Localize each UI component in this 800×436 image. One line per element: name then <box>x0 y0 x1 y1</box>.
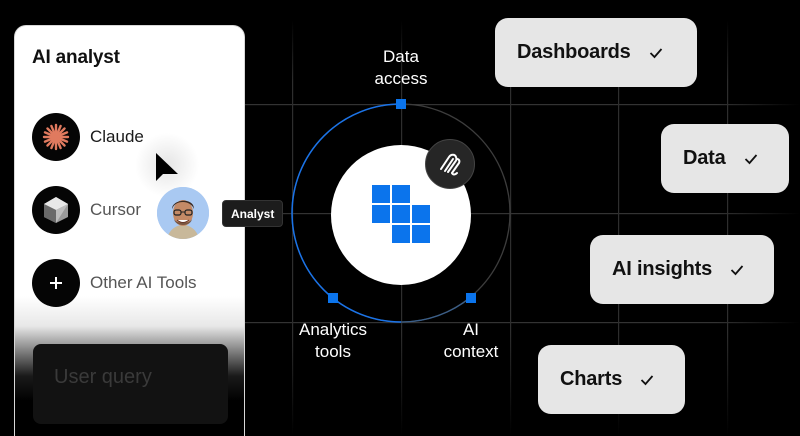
logo-square <box>412 205 430 223</box>
logo-square <box>372 185 390 203</box>
node-dot-data-access[interactable] <box>396 99 406 109</box>
checkmark-icon <box>730 264 744 275</box>
grid-line <box>245 322 800 324</box>
orbit-ring-active-arc <box>291 103 402 323</box>
label-line: tools <box>315 342 351 361</box>
avatar <box>157 187 209 239</box>
label-line: context <box>443 342 499 361</box>
grid-line <box>245 104 800 106</box>
output-chip-data[interactable]: Data <box>661 124 789 193</box>
mcp-coil-icon <box>440 153 461 176</box>
grid-line <box>510 20 512 436</box>
orbit-ring-fade-arc <box>400 296 472 323</box>
grid-horizontal-lines <box>245 104 800 324</box>
logo-square <box>412 225 430 243</box>
output-chip-ai-insights[interactable]: AI insights <box>590 235 774 304</box>
analyst-tag: Analyst <box>222 200 284 227</box>
label-line: Data <box>383 47 419 66</box>
tool-item-other-ai-tools[interactable]: Other AI Tools <box>32 259 196 307</box>
tool-label: Cursor <box>90 200 142 219</box>
checkmark-icon <box>744 153 757 164</box>
logo-square <box>372 205 390 223</box>
logo-square <box>392 185 410 203</box>
cursor-cube-icon <box>32 186 80 234</box>
product-logo-icon <box>372 185 432 245</box>
label-line: AI <box>462 320 480 339</box>
tool-item-cursor[interactable]: Cursor <box>32 186 141 234</box>
person-photo-icon <box>157 187 209 239</box>
tool-label: Claude <box>90 127 144 146</box>
grid-line <box>245 213 800 215</box>
node-label-analytics-tools: Analytics tools <box>288 319 378 363</box>
ai-analyst-card: AI analyst Claude <box>14 25 245 436</box>
chip-label: Dashboards <box>517 41 631 63</box>
chip-label: Data <box>683 147 726 169</box>
node-dot-analytics-tools[interactable] <box>328 293 338 303</box>
grid-line <box>727 20 729 436</box>
chip-label: Charts <box>560 368 623 390</box>
tool-item-claude[interactable]: Claude <box>32 113 144 161</box>
plus-icon <box>32 259 80 307</box>
claude-sunburst-icon <box>32 113 80 161</box>
label-line: Analytics <box>298 320 368 339</box>
output-chip-dashboards[interactable]: Dashboards <box>495 18 697 87</box>
node-label-ai-context: AI context <box>430 319 512 363</box>
logo-square <box>392 205 410 223</box>
user-query-input[interactable]: User query <box>33 344 228 424</box>
node-dot-ai-context[interactable] <box>466 293 476 303</box>
tool-label: Other AI Tools <box>90 273 197 292</box>
chip-label: AI insights <box>612 258 713 280</box>
mcp-badge <box>425 139 475 189</box>
node-label-data-access: Data access <box>365 46 437 90</box>
grid-line <box>618 20 620 436</box>
card-title: AI analyst <box>32 47 120 68</box>
label-line: access <box>374 69 428 88</box>
checkmark-icon <box>641 374 654 385</box>
logo-square <box>392 225 410 243</box>
output-chip-charts[interactable]: Charts <box>538 345 685 414</box>
checkmark-icon <box>649 47 662 58</box>
query-placeholder: User query <box>54 366 152 388</box>
mouse-pointer-icon <box>156 153 178 181</box>
